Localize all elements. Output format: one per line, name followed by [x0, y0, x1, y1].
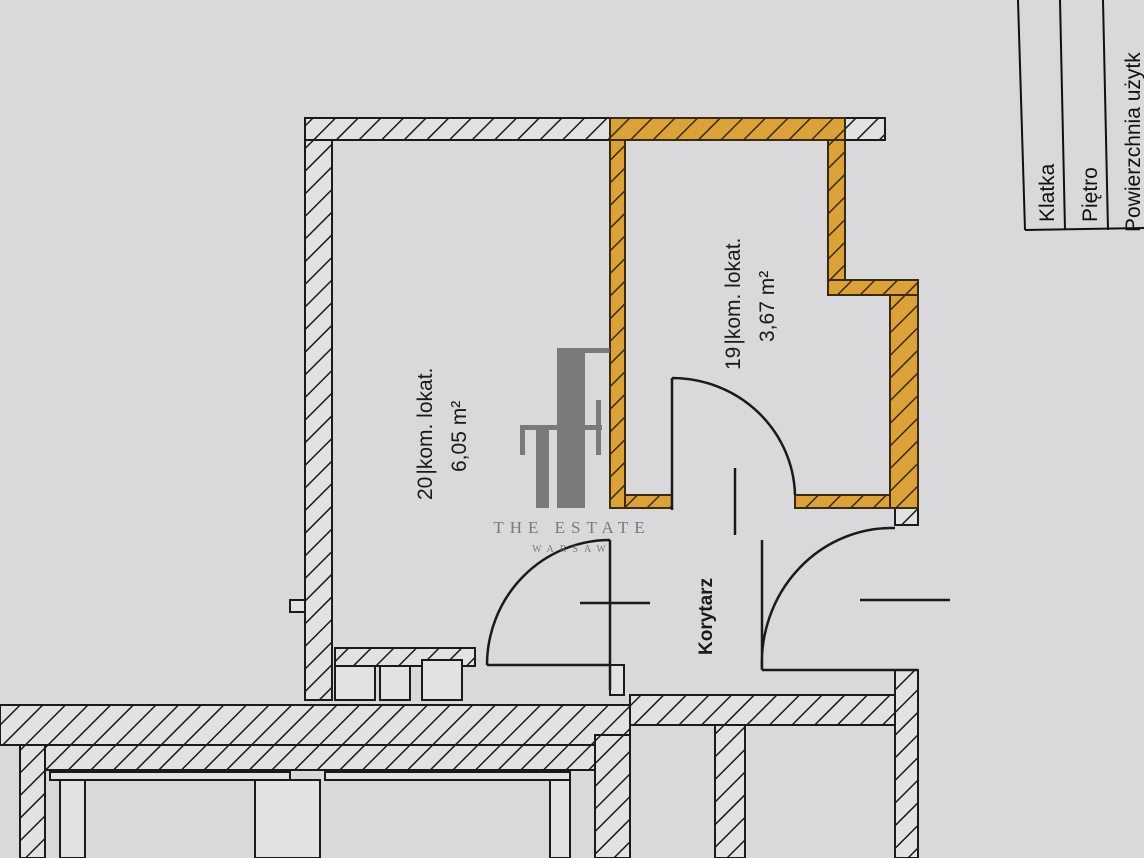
doors — [485, 376, 918, 690]
title-block-klatka: Klatka — [1036, 163, 1059, 222]
dimension-marks — [580, 468, 950, 605]
svg-text:THE ESTATE: THE ESTATE — [493, 518, 650, 537]
svg-text:6,05 m²: 6,05 m² — [448, 401, 471, 472]
svg-text:WARSAW: WARSAW — [532, 544, 612, 555]
room-20-label: 20|kom. lokat. 6,05 m² — [414, 368, 471, 500]
highlighted-walls — [609, 117, 919, 509]
svg-text:20|kom. lokat.: 20|kom. lokat. — [414, 368, 437, 500]
room-19-label: 19|kom. lokat. 3,67 m² — [722, 238, 779, 370]
walls — [0, 117, 919, 858]
svg-text:3,67 m²: 3,67 m² — [756, 271, 779, 342]
title-block — [1017, 0, 1144, 231]
svg-text:19|kom. lokat.: 19|kom. lokat. — [722, 238, 745, 370]
corridor-label: Korytarz — [696, 578, 717, 655]
watermark-logo: THE ESTATE WARSAW — [493, 348, 650, 555]
title-block-pietro: Piętro — [1079, 167, 1102, 222]
title-block-powierzchnia: Powierzchnia użytk — [1122, 52, 1144, 232]
